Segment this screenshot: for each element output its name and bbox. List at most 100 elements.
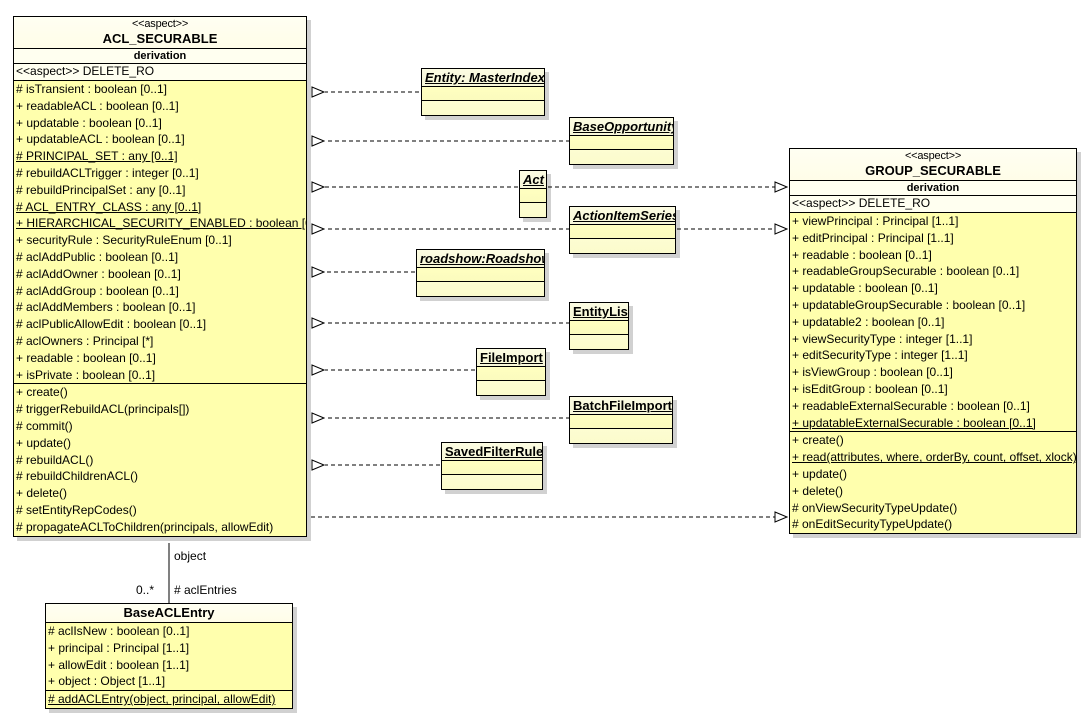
derivation-value: <<aspect>> DELETE_RO <box>790 196 1076 213</box>
attribute-row: + updatable : boolean [0..1] <box>792 281 938 296</box>
attribute-row: + editSecurityType : integer [1..1] <box>792 348 968 363</box>
attribute-row: + principal : Principal [1..1] <box>48 640 190 655</box>
operation-row: # propagateACLToChildren(principals, all… <box>16 519 274 534</box>
association-role-object: object <box>174 549 207 563</box>
attribute-row: # aclAddOwner : boolean [0..1] <box>16 266 181 281</box>
attribute-row: # aclIsNew : boolean [0..1] <box>48 624 190 638</box>
class-name-label: FileImport <box>480 350 543 365</box>
operations-section <box>570 335 628 349</box>
class-header-group-securable: <<aspect>> GROUP_SECURABLE <box>790 149 1076 181</box>
class-header-fileimport: FileImport <box>477 349 545 367</box>
attribute-row: + readable : boolean [0..1] <box>16 350 156 365</box>
attribute-row: + updatableExternalSecurable : boolean [… <box>792 415 1036 430</box>
operations-section: # addACLEntry(object, principal, allowEd… <box>46 690 292 708</box>
attribute-row: + updatableACL : boolean [0..1] <box>16 132 185 147</box>
association-role-acl-entries: # aclEntries <box>174 583 237 597</box>
class-header-entity_masterindex: Entity: MasterIndex <box>422 69 544 87</box>
derivation-section-title: derivation <box>14 49 306 64</box>
attribute-row: # aclAddGroup : boolean [0..1] <box>16 283 179 298</box>
attribute-row: # aclOwners : Principal [*] <box>16 333 154 348</box>
operation-row: # onEditSecurityTypeUpdate() <box>792 517 953 532</box>
attribute-row: + readableGroupSecurable : boolean [0..1… <box>792 264 1020 279</box>
derivation-value: <<aspect>> DELETE_RO <box>14 64 306 81</box>
class-entity_masterindex[interactable]: Entity: MasterIndex <box>421 68 545 116</box>
operation-row: # triggerRebuildACL(principals[]) <box>16 402 190 417</box>
class-actionitemseries[interactable]: ActionItemSeries <box>569 206 676 254</box>
attributes-section <box>477 367 545 381</box>
class-header-baseopportunity: BaseOpportunity <box>570 118 673 136</box>
operations-section <box>520 203 546 217</box>
attributes-section <box>422 87 544 101</box>
attributes-section: # aclIsNew : boolean [0..1] + principal :… <box>46 623 292 691</box>
class-name-label: EntityList <box>573 304 629 319</box>
operation-row: + create() <box>792 433 844 448</box>
class-batchfileimport[interactable]: BatchFileImport <box>569 396 673 444</box>
attributes-section <box>442 461 542 475</box>
class-fileimport[interactable]: FileImport <box>476 348 546 396</box>
class-header-savedfilterrule: SavedFilterRule <box>442 443 542 461</box>
class-header-act: Act <box>520 171 546 189</box>
class-name-label: BatchFileImport <box>573 398 672 413</box>
attributes-section: + viewPrincipal : Principal [1..1] + edit… <box>790 213 1076 432</box>
class-acl-securable[interactable]: <<aspect>> ACL_SECURABLE derivation <<as… <box>13 16 307 537</box>
attribute-row: + HIERARCHICAL_SECURITY_ENABLED : boolea… <box>16 216 306 231</box>
class-name-label: BaseOpportunity <box>573 119 674 134</box>
attribute-row: + allowEdit : boolean [1..1] <box>48 657 190 672</box>
attribute-row: # isTransient : boolean [0..1] <box>16 82 167 96</box>
operation-row: + delete() <box>16 486 68 501</box>
operations-section <box>442 475 542 489</box>
stereotype-label: <<aspect>> <box>904 150 962 162</box>
attributes-section <box>570 415 672 429</box>
class-header-acl-securable: <<aspect>> ACL_SECURABLE <box>14 17 306 49</box>
attribute-row: + readableACL : boolean [0..1] <box>16 98 179 113</box>
class-header-entitylist: EntityList <box>570 303 628 321</box>
operations-section: + create()# triggerRebuildACL(principals… <box>14 383 306 536</box>
attribute-row: + securityRule : SecurityRuleEnum [0..1] <box>16 233 232 248</box>
class-entitylist[interactable]: EntityList <box>569 302 629 350</box>
class-base-acl-entry[interactable]: BaseACLEntry # aclIsNew : boolean [0..1]… <box>45 603 293 709</box>
class-baseopportunity[interactable]: BaseOpportunity <box>569 117 674 165</box>
attribute-row: + updatable2 : boolean [0..1] <box>792 314 945 329</box>
attribute-row: + object : Object [1..1] <box>48 674 166 689</box>
operation-row: # commit() <box>16 418 73 433</box>
class-name-label: roadshow:Roadshow <box>420 251 545 266</box>
operations-section: + create() + read(attributes, where, orde… <box>790 431 1076 534</box>
class-act[interactable]: Act <box>519 170 547 218</box>
derivation-section-title: derivation <box>790 181 1076 196</box>
class-name-label: Act <box>523 172 544 187</box>
class-header-batchfileimport: BatchFileImport <box>570 397 672 415</box>
operations-section <box>570 429 672 443</box>
attribute-row: # rebuildACLTrigger : integer [0..1] <box>16 165 199 180</box>
class-header-roadshow: roadshow:Roadshow <box>417 250 544 268</box>
class-header-base-acl-entry: BaseACLEntry <box>46 604 292 623</box>
operation-row: + update() <box>16 435 72 450</box>
operation-row: + delete() <box>792 483 844 498</box>
attribute-row: + editPrincipal : Principal [1..1] <box>792 230 954 245</box>
class-group-securable[interactable]: <<aspect>> GROUP_SECURABLE derivation <<… <box>789 148 1077 535</box>
attributes-section <box>570 136 673 150</box>
class-roadshow[interactable]: roadshow:Roadshow <box>416 249 545 297</box>
attributes-section <box>570 321 628 335</box>
attribute-row: + isPrivate : boolean [0..1] <box>16 367 156 382</box>
operation-row: + read(attributes, where, orderBy, count… <box>792 450 1076 465</box>
operations-section <box>570 150 673 164</box>
operation-row: + update() <box>792 466 848 481</box>
class-name-label: ACL_SECURABLE <box>102 31 218 46</box>
attribute-row: + viewPrincipal : Principal [1..1] <box>792 214 959 228</box>
attribute-row: + viewSecurityType : integer [1..1] <box>792 331 973 346</box>
operations-section <box>417 282 544 296</box>
class-header-actionitemseries: ActionItemSeries <box>570 207 675 225</box>
attribute-row: # PRINCIPAL_SET : any [0..1] <box>16 149 178 164</box>
attributes-section <box>520 189 546 203</box>
class-name-label: ActionItemSeries <box>573 208 676 223</box>
attributes-section <box>417 268 544 282</box>
stereotype-label: <<aspect>> <box>131 18 189 30</box>
operations-section <box>477 381 545 395</box>
attribute-row: # rebuildPrincipalSet : any [0..1] <box>16 182 186 197</box>
class-name-label: GROUP_SECURABLE <box>865 163 1001 178</box>
class-savedfilterrule[interactable]: SavedFilterRule <box>441 442 543 490</box>
operation-row: # rebuildACL() <box>16 452 94 467</box>
attribute-row: # aclAddMembers : boolean [0..1] <box>16 300 196 315</box>
operation-row: # onViewSecurityTypeUpdate() <box>792 500 958 515</box>
